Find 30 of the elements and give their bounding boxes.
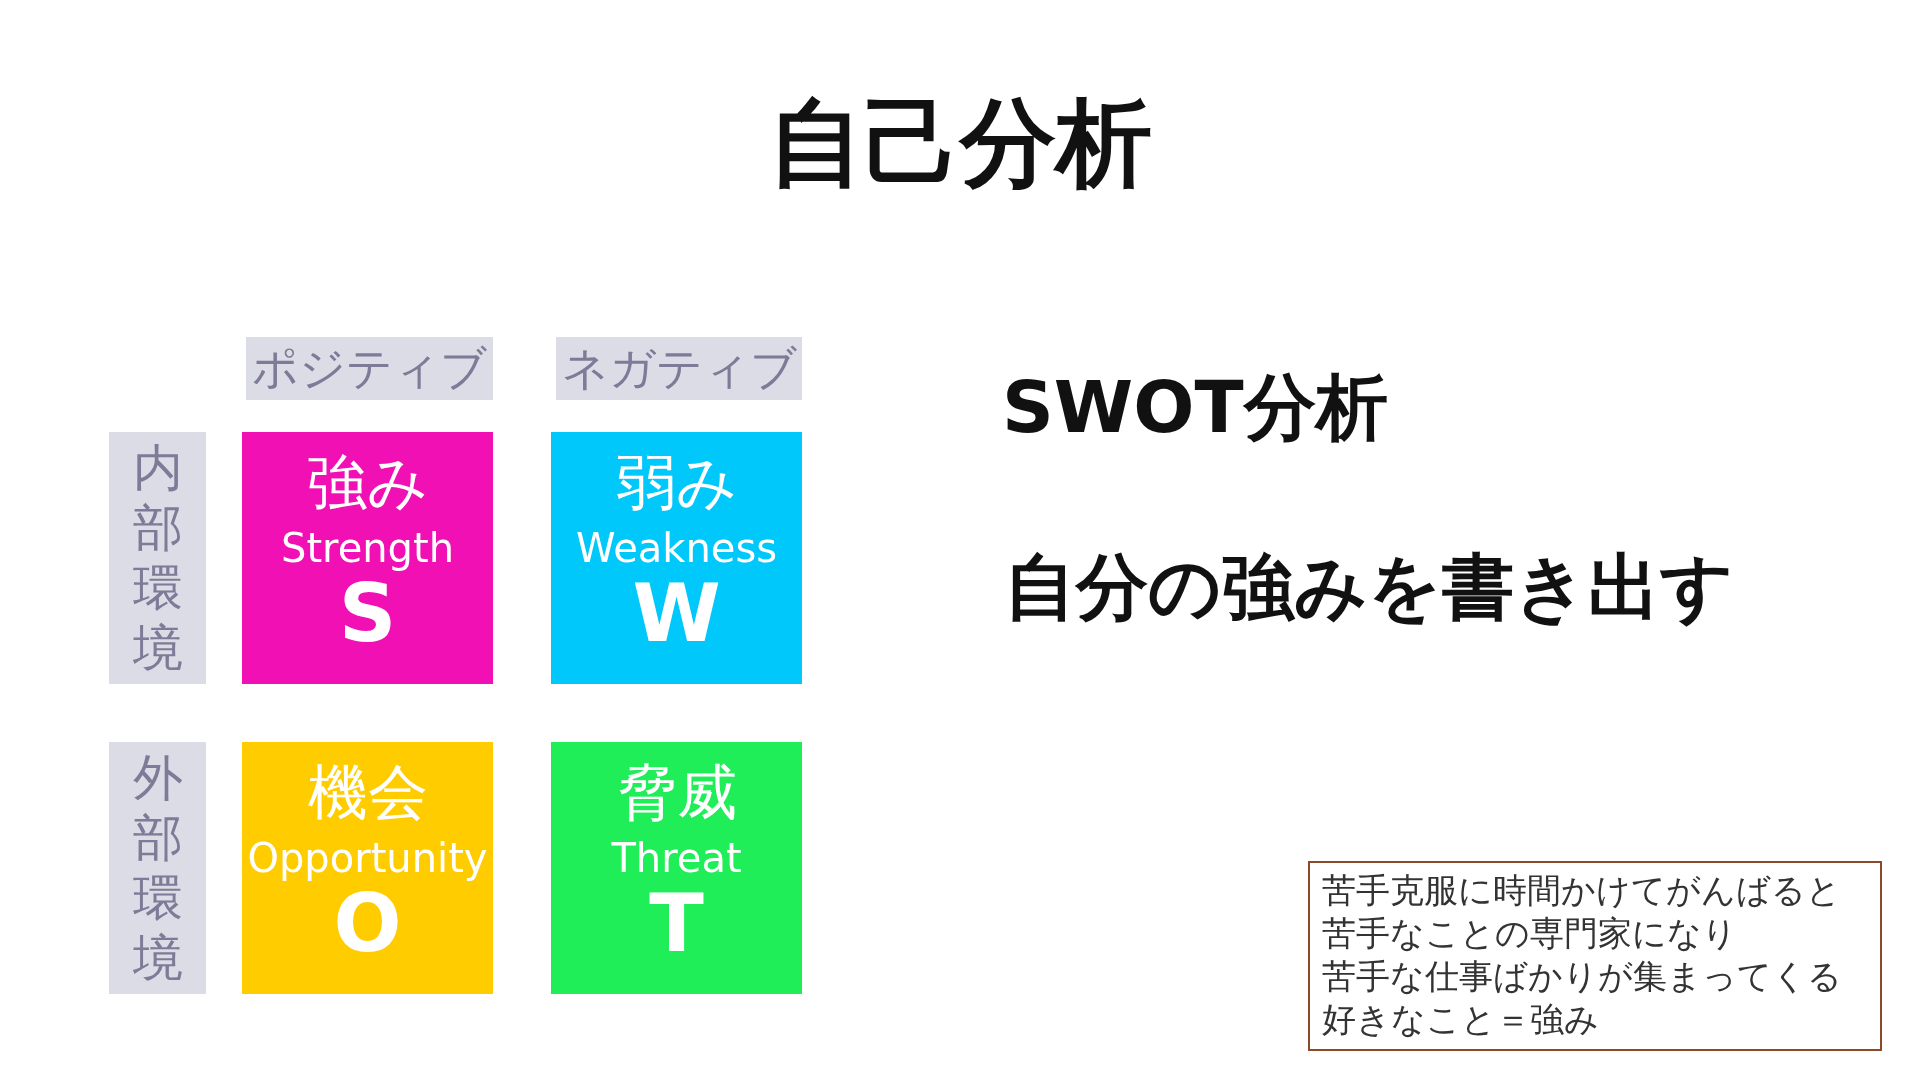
note-line: 苦手克服に時間かけてがんばると xyxy=(1322,869,1842,912)
title: 自己分析 xyxy=(767,86,1153,201)
row-header-background xyxy=(109,742,206,994)
row-header: 内部環境 xyxy=(133,438,183,678)
row-header: 外部環境 xyxy=(133,748,183,988)
quadrant-subtitle: Strength xyxy=(281,524,454,573)
quadrant-box xyxy=(551,742,802,994)
note-line: 苦手なことの専門家になり xyxy=(1322,912,1738,955)
quadrant-subtitle: Opportunity xyxy=(247,834,488,883)
quadrant-title: 強み xyxy=(307,446,428,518)
quadrant-letter: T xyxy=(649,884,704,964)
note-line: 苦手な仕事ばかりが集まってくる xyxy=(1322,955,1843,998)
note-line: 好きなこと＝強み xyxy=(1322,998,1600,1041)
note-box xyxy=(1308,861,1882,1051)
column-header: ポジティブ xyxy=(246,337,493,400)
heading-text: 自分の強みを書き出す xyxy=(1004,544,1734,631)
quadrant-box xyxy=(242,432,493,684)
quadrant-subtitle: Weakness xyxy=(575,524,778,573)
quadrant-box xyxy=(551,432,802,684)
heading-text: SWOT分析 xyxy=(1002,364,1388,451)
quadrant-letter: W xyxy=(632,574,721,654)
quadrant-letter: S xyxy=(338,574,397,654)
column-header: ネガティブ xyxy=(556,337,802,400)
row-header-background xyxy=(109,432,206,684)
quadrant-title: 弱み xyxy=(616,446,737,518)
quadrant-subtitle: Threat xyxy=(611,834,742,883)
quadrant-title: 機会 xyxy=(307,756,428,828)
quadrant-letter: O xyxy=(333,884,402,964)
quadrant-title: 脅威 xyxy=(616,756,737,828)
quadrant-box xyxy=(242,742,493,994)
